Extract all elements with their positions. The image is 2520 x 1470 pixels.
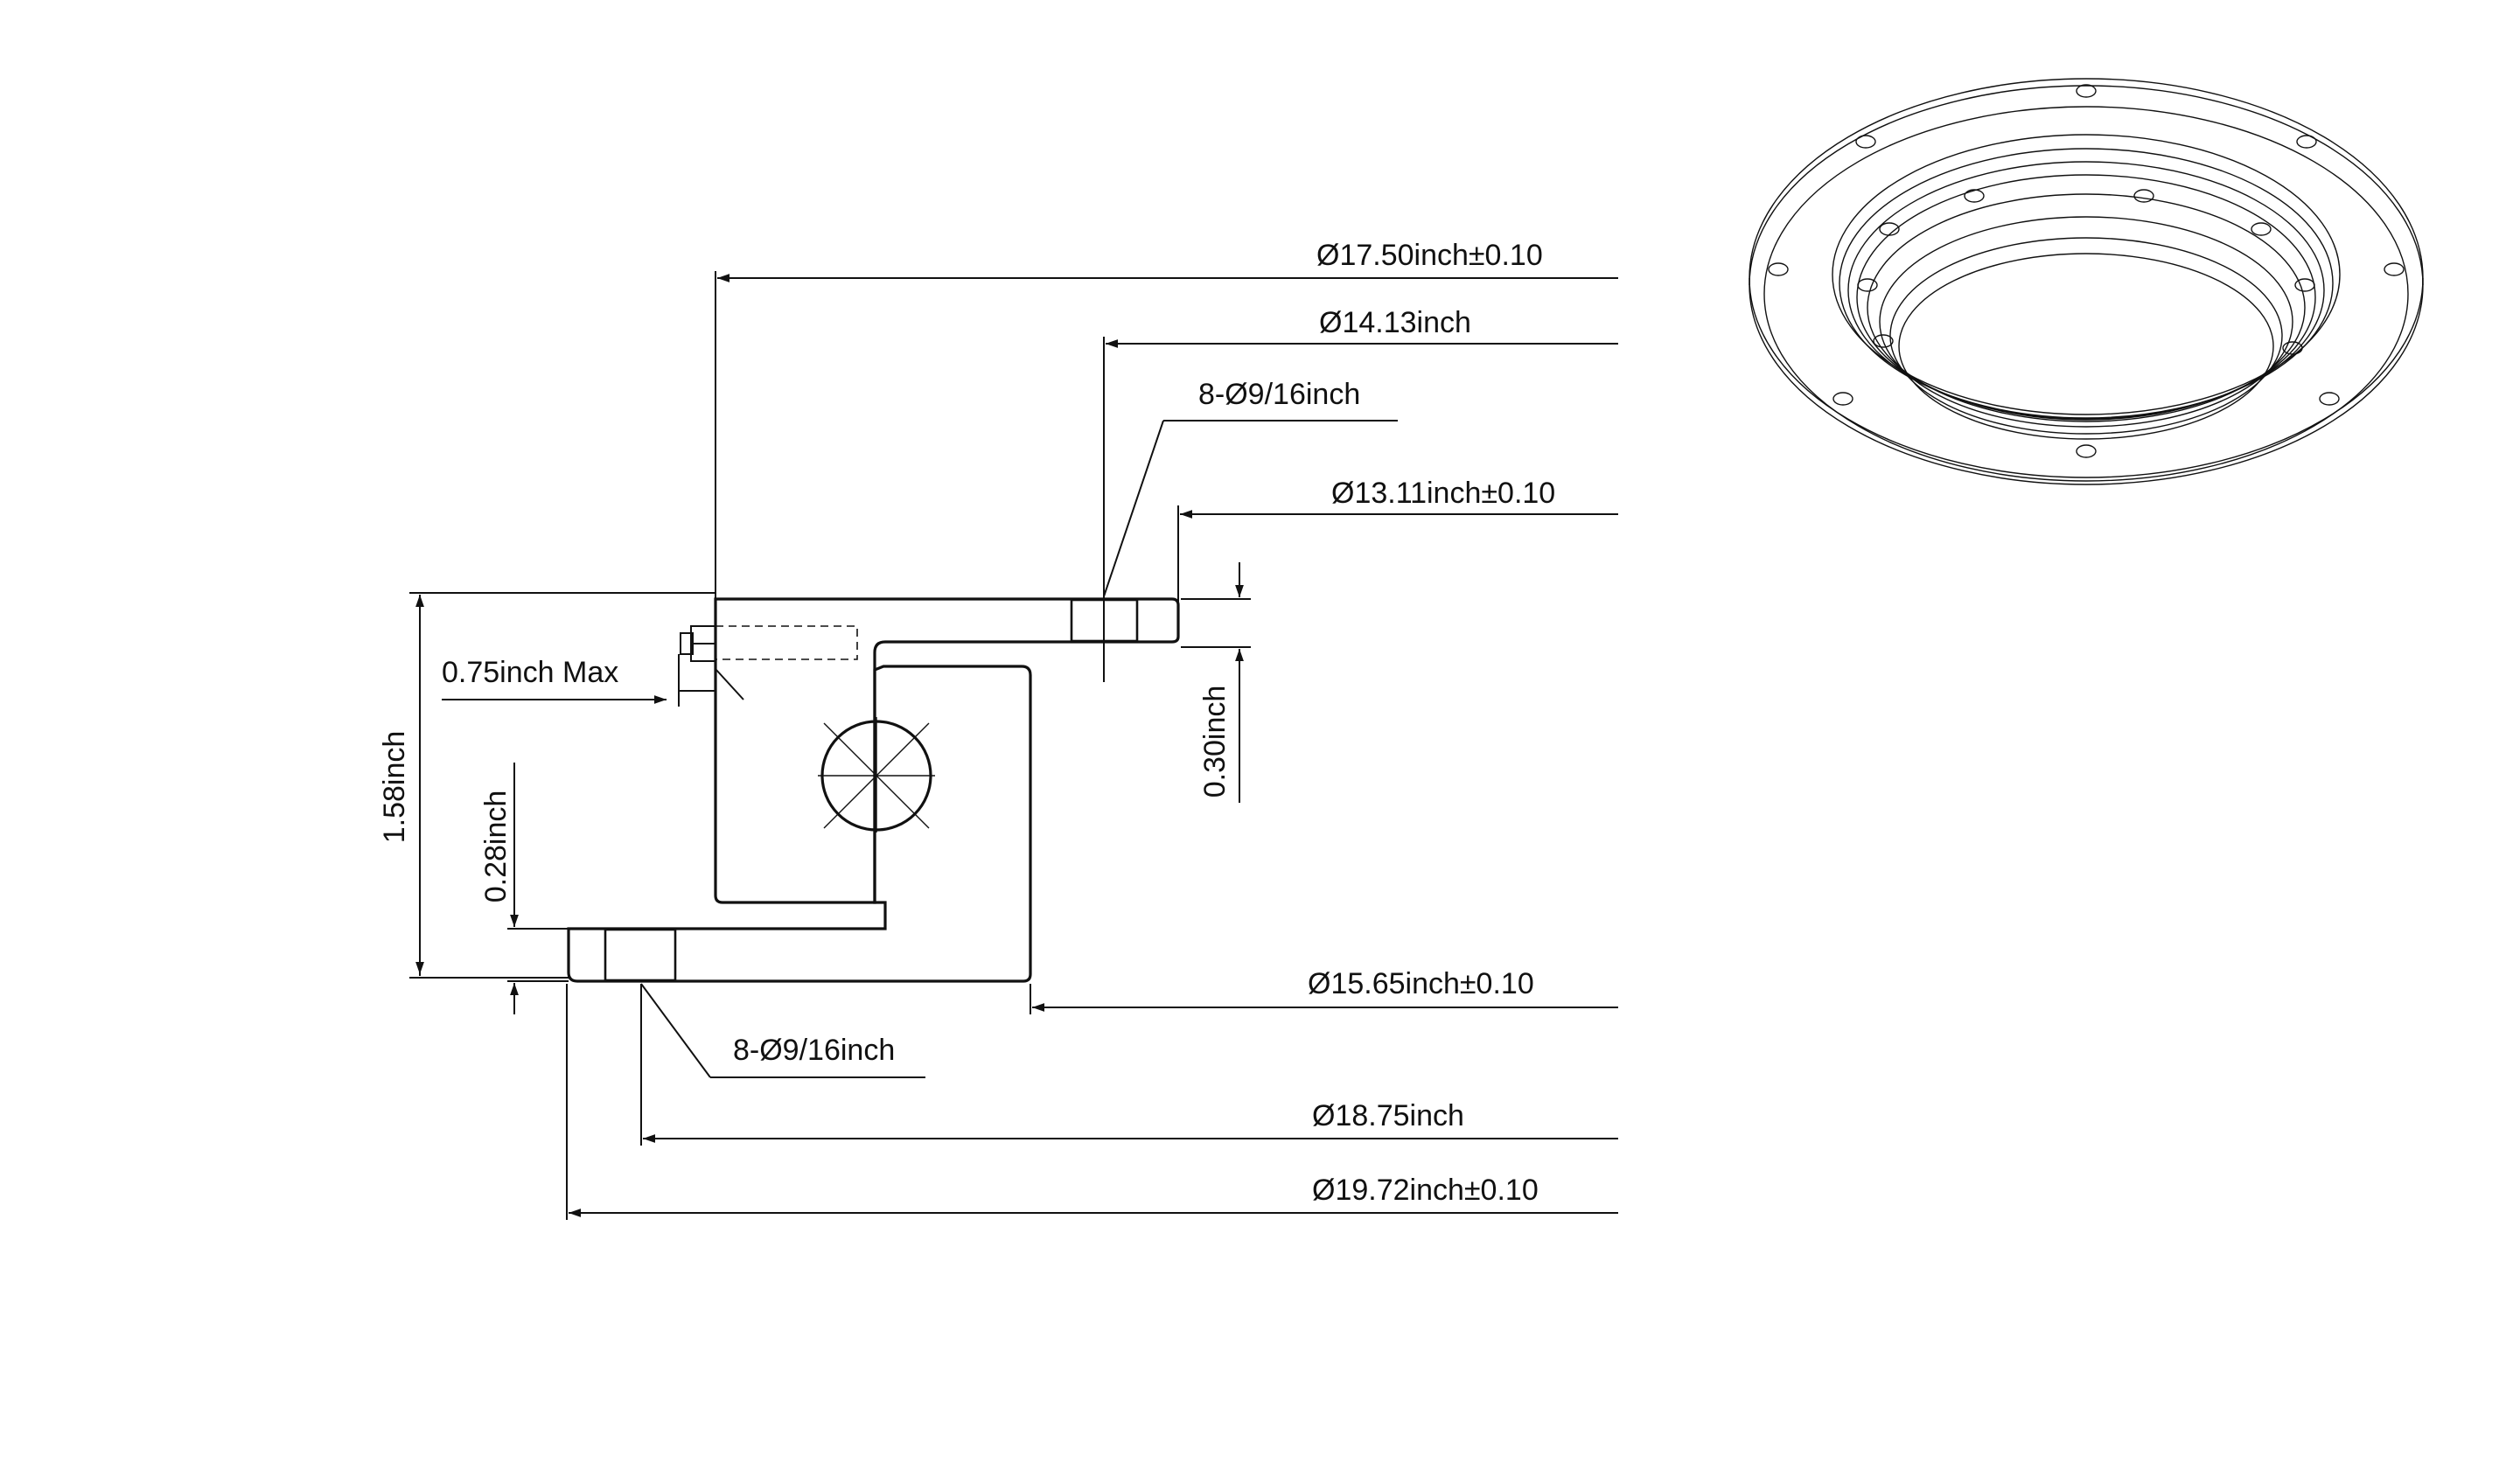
upper-ring-hatch xyxy=(714,597,1180,904)
lower-bolt-hole xyxy=(604,928,677,982)
label-d-13-11: Ø13.11inch±0.10 xyxy=(1331,477,1555,510)
label-h-030: 0.30inch xyxy=(1198,686,1232,798)
bearing-isometric-view xyxy=(1749,78,2424,485)
label-holes-bottom: 8-Ø9/16inch xyxy=(733,1034,895,1067)
label-d-14-13: Ø14.13inch xyxy=(1319,306,1471,339)
label-max-075: 0.75inch Max xyxy=(442,656,618,689)
label-d-19-72: Ø19.72inch±0.10 xyxy=(1312,1174,1539,1207)
grease-fitting xyxy=(680,625,716,662)
bearing-cross-section xyxy=(567,597,1180,983)
lower-ring-hatch xyxy=(567,665,1032,983)
dimension-labels: Ø17.50inch±0.10 Ø14.13inch 8-Ø9/16inch Ø… xyxy=(378,239,1555,1207)
label-d-15-65: Ø15.65inch±0.10 xyxy=(1308,967,1534,1000)
dimension-lines xyxy=(409,271,1618,1220)
label-d-18-75: Ø18.75inch xyxy=(1312,1099,1464,1132)
label-d-17-50: Ø17.50inch±0.10 xyxy=(1316,239,1543,272)
label-h-028: 0.28inch xyxy=(479,791,513,903)
label-h-158: 1.58inch xyxy=(378,731,411,844)
label-holes-top: 8-Ø9/16inch xyxy=(1198,378,1360,411)
